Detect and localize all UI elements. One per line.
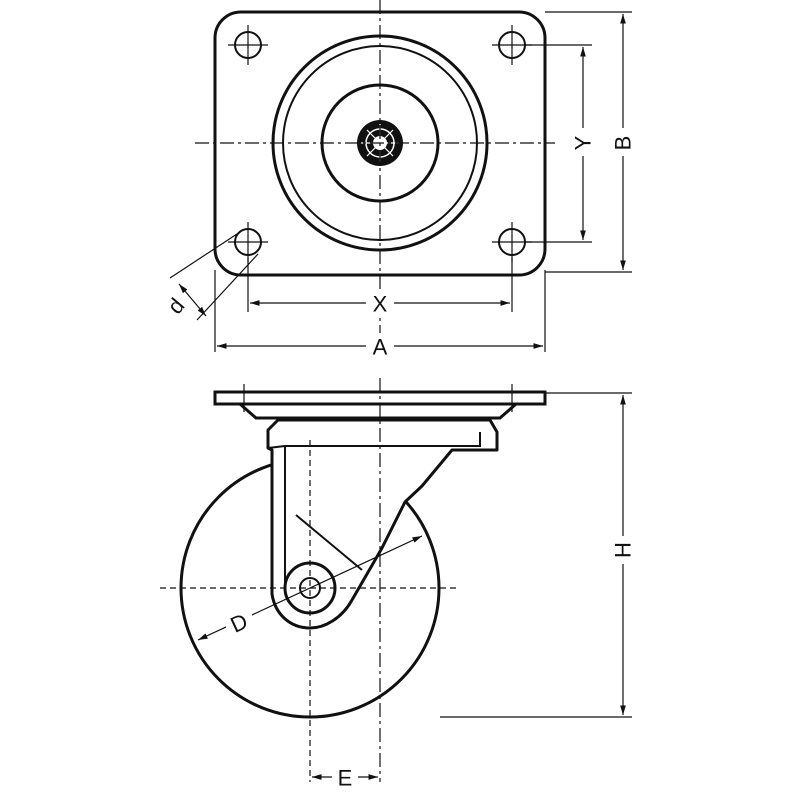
dimension-d-line bbox=[178, 283, 207, 317]
swivel-base bbox=[239, 402, 517, 420]
dimension-a-label: A bbox=[373, 335, 388, 360]
fork bbox=[266, 418, 499, 630]
dimension-x-label: X bbox=[373, 292, 388, 317]
top-view: B Y X A d bbox=[162, 0, 636, 360]
dimension-d-label: d bbox=[162, 293, 189, 318]
dimension-b-label: B bbox=[611, 136, 636, 151]
side-view: D H E bbox=[160, 378, 636, 791]
dimension-y-label: Y bbox=[571, 135, 596, 150]
dimension-e-label: E bbox=[338, 766, 353, 791]
dimension-h-label: H bbox=[611, 542, 636, 558]
